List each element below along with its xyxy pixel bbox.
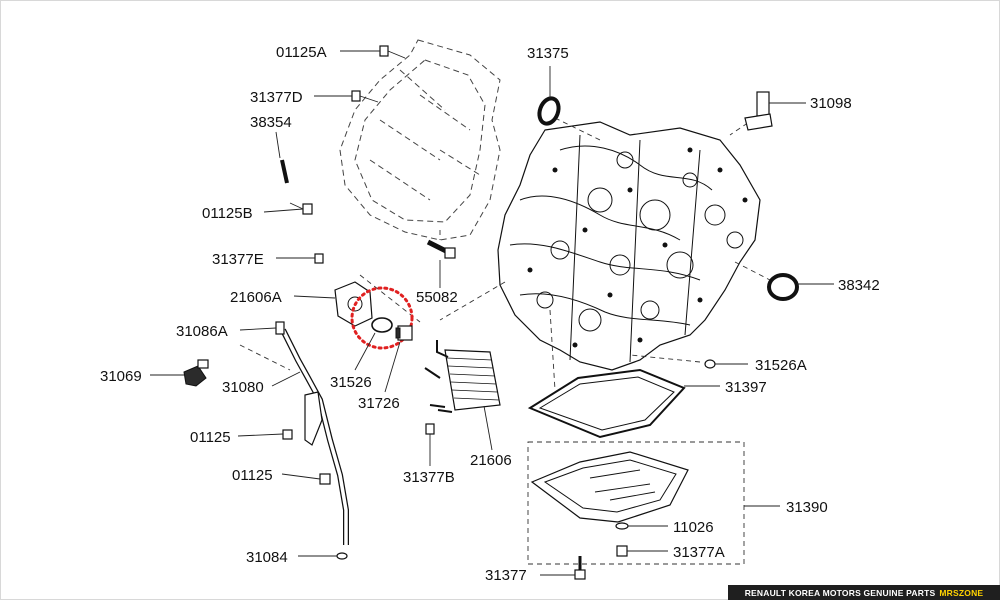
bolt-31377d: [351, 90, 379, 103]
label-01125a: 01125A: [276, 44, 327, 61]
label-21606: 21606: [470, 452, 512, 469]
drain-plug-31377a: [616, 545, 628, 557]
label-31377a: 31377A: [673, 544, 725, 561]
oring-31526: [371, 317, 393, 333]
label-01125-lower: 01125: [232, 467, 273, 484]
footer-brand: MRSZONE: [939, 587, 984, 598]
bolt-31377e: [314, 253, 324, 264]
washer-31084: [336, 552, 348, 560]
label-55082: 55082: [416, 289, 458, 306]
oil-seal-38342: [767, 273, 799, 301]
stud-38354: [280, 159, 289, 184]
label-31526a: 31526A: [755, 357, 807, 374]
washer-11026: [615, 522, 629, 530]
label-31080: 31080: [222, 379, 264, 396]
sensor-31069: [183, 359, 209, 387]
red-highlight-circle: [350, 286, 414, 350]
label-31375: 31375: [527, 45, 569, 62]
label-38342: 38342: [838, 277, 880, 294]
bolt-01125b: [289, 202, 313, 215]
bolt-01125a: [379, 45, 406, 59]
oring-31526a: [704, 359, 716, 369]
oil-cooler-21606: [424, 340, 501, 413]
label-31084: 31084: [246, 549, 288, 566]
label-38354: 38354: [250, 114, 292, 131]
label-21606a: 21606A: [230, 289, 282, 306]
label-31397: 31397: [725, 379, 767, 396]
adapter-21606a: [334, 281, 373, 327]
bolt-01125-lower: [319, 473, 331, 485]
label-31526: 31526: [330, 374, 372, 391]
label-31377: 31377: [485, 567, 527, 584]
footer-banner: RENAULT KOREA MOTORS GENUINE PARTS MRSZO…: [728, 585, 1000, 600]
gasket-31397: [527, 368, 686, 439]
bolt-55082: [426, 239, 456, 259]
label-31377b: 31377B: [403, 469, 455, 486]
label-31377e: 31377E: [212, 251, 264, 268]
label-31377d: 31377D: [250, 89, 303, 106]
label-31086a: 31086A: [176, 323, 228, 340]
label-01125-upper: 01125: [190, 429, 231, 446]
oil-seal-31375: [537, 96, 561, 126]
bolt-31377b: [425, 423, 435, 435]
dipstick-tube-31080: [275, 321, 349, 545]
filter-31726: [395, 325, 413, 341]
footer-text: RENAULT KOREA MOTORS GENUINE PARTS: [744, 587, 936, 598]
part-labels: 01125A 31377D 38354 01125B 31377E 21606A…: [100, 44, 880, 584]
phantom-housing-cover: [339, 39, 501, 241]
transmission-case: [497, 121, 761, 371]
label-11026: 11026: [673, 519, 714, 536]
bracket-01125: [282, 391, 323, 446]
label-01125b: 01125B: [202, 205, 253, 222]
dashed-guide-lines: [239, 117, 771, 565]
leader-lines: [150, 50, 834, 576]
label-31098: 31098: [810, 95, 852, 112]
label-31726: 31726: [358, 395, 400, 412]
label-31069: 31069: [100, 368, 142, 385]
fitting-31098: [744, 91, 773, 131]
oil-pan-31390: [530, 451, 689, 523]
bolt-31377: [574, 556, 586, 580]
label-31390: 31390: [786, 499, 828, 516]
